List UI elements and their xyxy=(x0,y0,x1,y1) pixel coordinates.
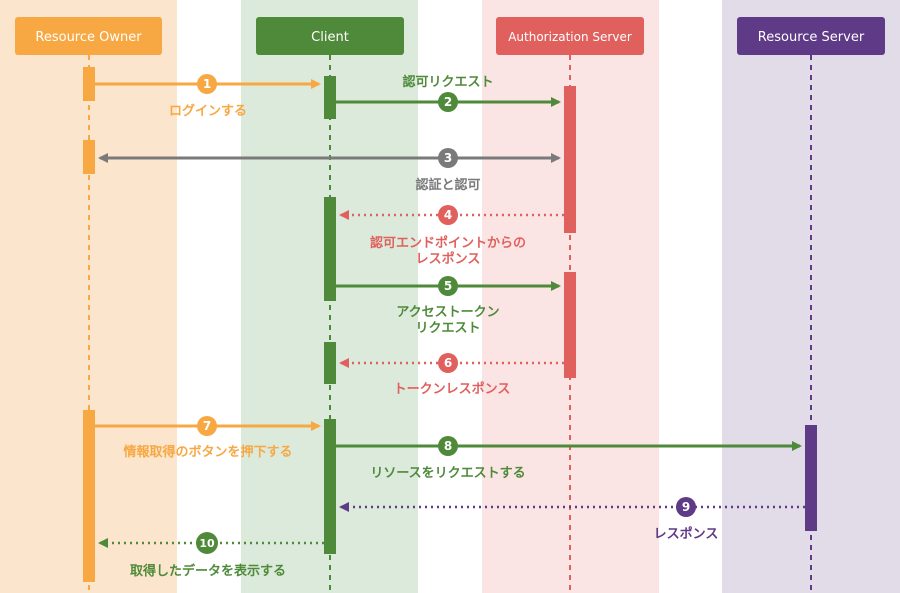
header-client: Client xyxy=(256,17,404,55)
step-5-label-line-1: アクセストークン xyxy=(396,305,499,320)
step-6-badge: 6 xyxy=(438,353,458,373)
step-10-number: 10 xyxy=(199,537,215,550)
step-1-label: ログインする xyxy=(169,103,247,119)
header-owner-label: Resource Owner xyxy=(35,30,142,45)
activation-owner-2 xyxy=(83,140,95,174)
step-1-badge: 1 xyxy=(197,74,217,94)
step-10-badge: 10 xyxy=(196,532,218,554)
step-2-number: 2 xyxy=(444,95,452,109)
step-6-number: 6 xyxy=(444,356,452,370)
step-7-badge: 7 xyxy=(197,416,217,436)
header-auth-label: Authorization Server xyxy=(508,30,632,44)
step-4-badge: 4 xyxy=(438,205,458,225)
step-6-label: トークンレスポンス xyxy=(394,381,511,397)
header-owner: Resource Owner xyxy=(15,17,162,55)
step-8-badge: 8 xyxy=(438,436,458,456)
step-9-badge: 9 xyxy=(676,497,696,517)
step-4-number: 4 xyxy=(444,208,452,222)
step-5-label-line-2: リクエスト xyxy=(415,321,480,336)
header-client-label: Client xyxy=(311,30,349,45)
activation-client-2 xyxy=(324,197,336,301)
step-5-number: 5 xyxy=(444,279,452,293)
activation-client-1 xyxy=(324,76,336,119)
step-2-badge: 2 xyxy=(438,92,458,112)
step-10-label: 取得したデータを表示する xyxy=(130,563,286,579)
step-4-label-line-1: 認可エンドポイントからの xyxy=(370,235,526,251)
step-3-label: 認証と認可 xyxy=(415,177,480,193)
step-2-label: 認可リクエスト xyxy=(402,74,493,90)
activation-client-4 xyxy=(324,419,336,554)
activation-owner-1 xyxy=(83,67,95,101)
header-resource: Resource Server xyxy=(737,17,885,55)
activation-auth-2 xyxy=(564,272,576,378)
step-4-label-line-2: レスポンス xyxy=(416,251,481,267)
step-7-number: 7 xyxy=(203,419,211,433)
step-8-label: リソースをリクエストする xyxy=(370,466,525,481)
activation-client-3 xyxy=(324,342,336,384)
step-5-badge: 5 xyxy=(438,276,458,296)
header-auth: Authorization Server xyxy=(496,17,644,55)
header-resource-label: Resource Server xyxy=(758,30,865,45)
step-3-number: 3 xyxy=(444,151,452,165)
activation-auth-1 xyxy=(564,86,576,233)
step-3-badge: 3 xyxy=(438,148,458,168)
step-9-number: 9 xyxy=(682,500,690,514)
activation-owner-3 xyxy=(83,410,95,582)
activation-resource-1 xyxy=(805,425,817,531)
step-9-label: レスポンス xyxy=(654,526,719,542)
step-1-number: 1 xyxy=(203,77,211,91)
step-7-label: 情報取得のボタンを押下する xyxy=(123,444,292,460)
step-8-number: 8 xyxy=(444,439,452,453)
